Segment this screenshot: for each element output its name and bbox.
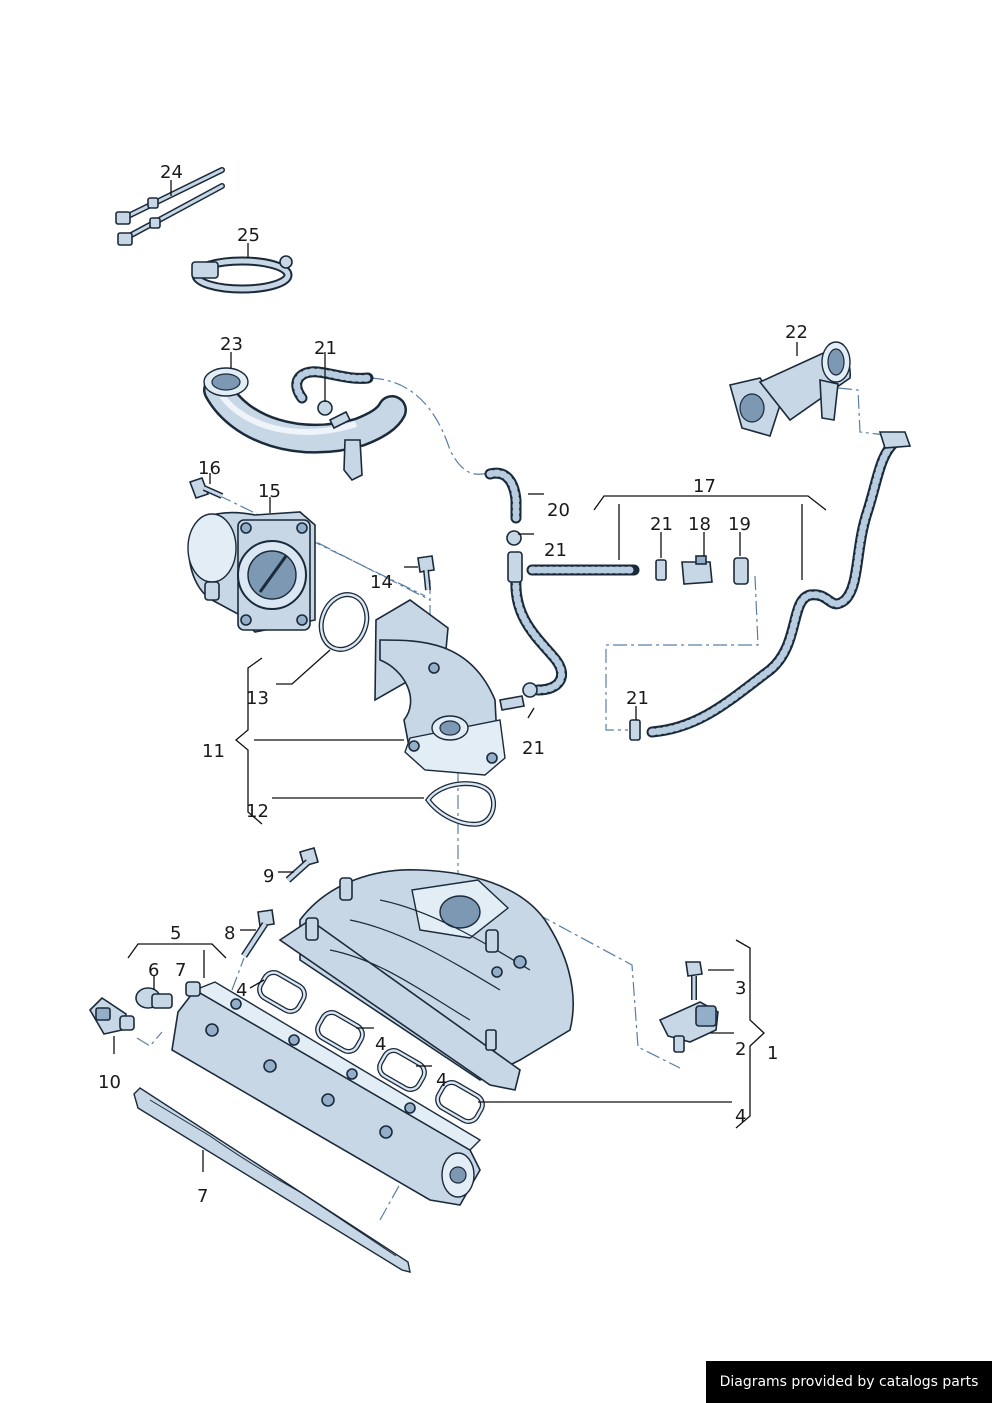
o-ring-part-13 xyxy=(318,592,370,652)
vent-hose-part-20 xyxy=(484,467,567,711)
bolt-part-9 xyxy=(285,847,319,883)
vent-hose-part-17 xyxy=(526,431,912,741)
callout-13: 13 xyxy=(246,688,269,709)
callout-18: 18 xyxy=(688,514,711,535)
vent-hose-top xyxy=(291,366,374,404)
callout-21-mid: 21 xyxy=(544,540,567,561)
callout-4-b: 4 xyxy=(375,1034,386,1055)
callout-4-d: 4 xyxy=(735,1106,746,1127)
callout-10: 10 xyxy=(98,1072,121,1093)
callout-20: 20 xyxy=(547,500,570,521)
callout-1: 1 xyxy=(767,1043,778,1064)
callout-21-lower-right: 21 xyxy=(626,688,649,709)
gasket-part-12 xyxy=(424,781,496,827)
callout-21-top: 21 xyxy=(314,338,337,359)
gasket-part-7 xyxy=(133,981,411,1273)
footer-credit: Diagrams provided by catalogs parts xyxy=(706,1361,992,1403)
leader-lines xyxy=(113,180,827,1172)
sensor-part-2 xyxy=(658,1001,719,1053)
flap-housing-part-5 xyxy=(171,981,482,1206)
callout-23: 23 xyxy=(220,334,243,355)
callout-24: 24 xyxy=(160,162,183,183)
callout-5: 5 xyxy=(170,923,181,944)
intake-manifold-part-1 xyxy=(278,868,574,1091)
connection-pipe-part-22 xyxy=(729,341,851,437)
callout-4-c: 4 xyxy=(436,1070,447,1091)
callout-14: 14 xyxy=(370,572,393,593)
callout-9: 9 xyxy=(263,866,274,887)
callout-21-lower: 21 xyxy=(522,738,545,759)
callout-8: 8 xyxy=(224,923,235,944)
callout-19: 19 xyxy=(728,514,751,535)
hose-clamp-part-25 xyxy=(191,255,293,294)
callout-16: 16 xyxy=(198,458,221,479)
temperature-sensor-part-10 xyxy=(88,996,135,1035)
callout-labels: 24 25 23 21 22 16 15 17 20 21 18 19 21 1… xyxy=(98,162,808,1207)
callout-3: 3 xyxy=(735,978,746,999)
coolant-pipe-part-23 xyxy=(203,367,407,482)
bolt-part-16 xyxy=(188,476,224,500)
bolt-part-14 xyxy=(417,555,435,591)
bolt-part-3 xyxy=(685,961,703,1000)
intake-elbow-part-11 xyxy=(374,599,506,776)
callout-11: 11 xyxy=(202,741,225,762)
callout-7-upper: 7 xyxy=(175,960,186,981)
callout-4-a: 4 xyxy=(236,980,247,1001)
callout-21-right: 21 xyxy=(650,514,673,535)
callout-2: 2 xyxy=(735,1039,746,1060)
bolt-part-8 xyxy=(241,909,275,958)
callout-25: 25 xyxy=(237,225,260,246)
callout-22: 22 xyxy=(785,322,808,343)
callout-7-lower: 7 xyxy=(197,1186,208,1207)
callout-12: 12 xyxy=(246,801,269,822)
cable-ties-part-24 xyxy=(115,167,225,246)
callout-15: 15 xyxy=(258,481,281,502)
callout-17: 17 xyxy=(693,476,716,497)
plug-part-6 xyxy=(135,987,173,1009)
throttle-body-part-15 xyxy=(187,511,316,633)
callout-6: 6 xyxy=(148,960,159,981)
